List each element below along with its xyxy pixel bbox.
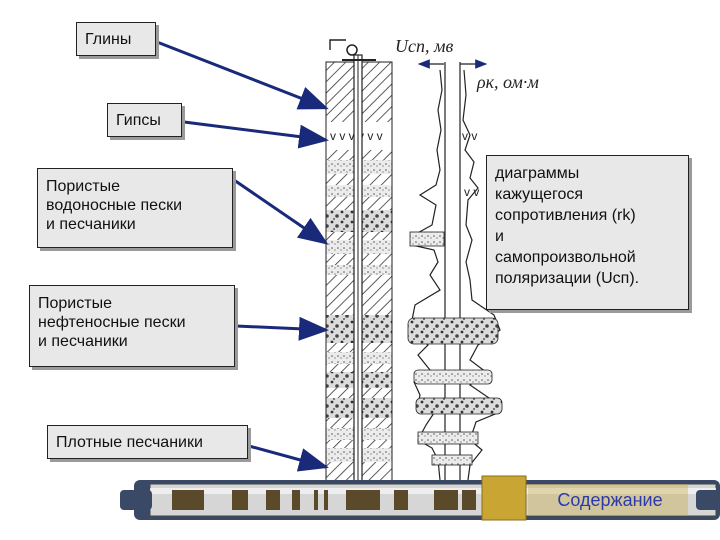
label-water-sands: Пористые водоносные пески и песчаники <box>37 168 233 248</box>
callout-line: кажущегося <box>495 186 584 203</box>
callout-line: сопротивления (rk) <box>495 207 636 224</box>
arrow-oil-sands <box>235 316 329 341</box>
label-line: и песчаники <box>38 333 128 350</box>
label-line: и песчаники <box>46 216 136 233</box>
callout-line: самопроизвольной <box>495 249 636 266</box>
arrow-clay <box>156 40 329 110</box>
log-description-callout: диаграммы кажущегося сопротивления (rk) … <box>486 155 689 310</box>
label-oil-sands: Пористые нефтеносные пески и песчаники <box>29 285 235 367</box>
label-dense-text: Плотные песчаники <box>56 434 203 451</box>
resistivity-curve-label: ρк, ом·м <box>477 72 539 92</box>
callout-line: и <box>495 228 504 245</box>
arrow-water-sands <box>233 178 329 245</box>
label-gypsum-text: Гипсы <box>116 112 161 129</box>
contents-link[interactable]: Содержание <box>557 490 663 510</box>
label-clay: Глины <box>76 22 156 56</box>
log-curves: v v v v <box>407 59 503 482</box>
pointer-arrows <box>156 40 329 472</box>
svg-text:v v: v v <box>464 185 479 199</box>
label-clay-text: Глины <box>85 31 132 48</box>
sp-curve-label: Uсп, мв <box>395 36 454 56</box>
pipe-bar <box>120 475 720 521</box>
label-line: водоносные пески <box>46 197 183 214</box>
label-gypsum: Гипсы <box>107 103 182 137</box>
arrow-gypsum <box>183 120 329 149</box>
svg-text:v v: v v <box>462 129 477 143</box>
label-line: нефтеносные пески <box>38 314 186 331</box>
label-dense-sandstone: Плотные песчаники <box>47 425 248 459</box>
label-line: Пористые <box>46 178 120 195</box>
rock-column: v v v v v v <box>325 39 393 488</box>
arrow-dense-sandstone <box>248 444 329 472</box>
callout-line: поляризации (Uсп). <box>495 270 640 287</box>
callout-line: диаграммы <box>495 165 580 182</box>
label-line: Пористые <box>38 295 112 312</box>
